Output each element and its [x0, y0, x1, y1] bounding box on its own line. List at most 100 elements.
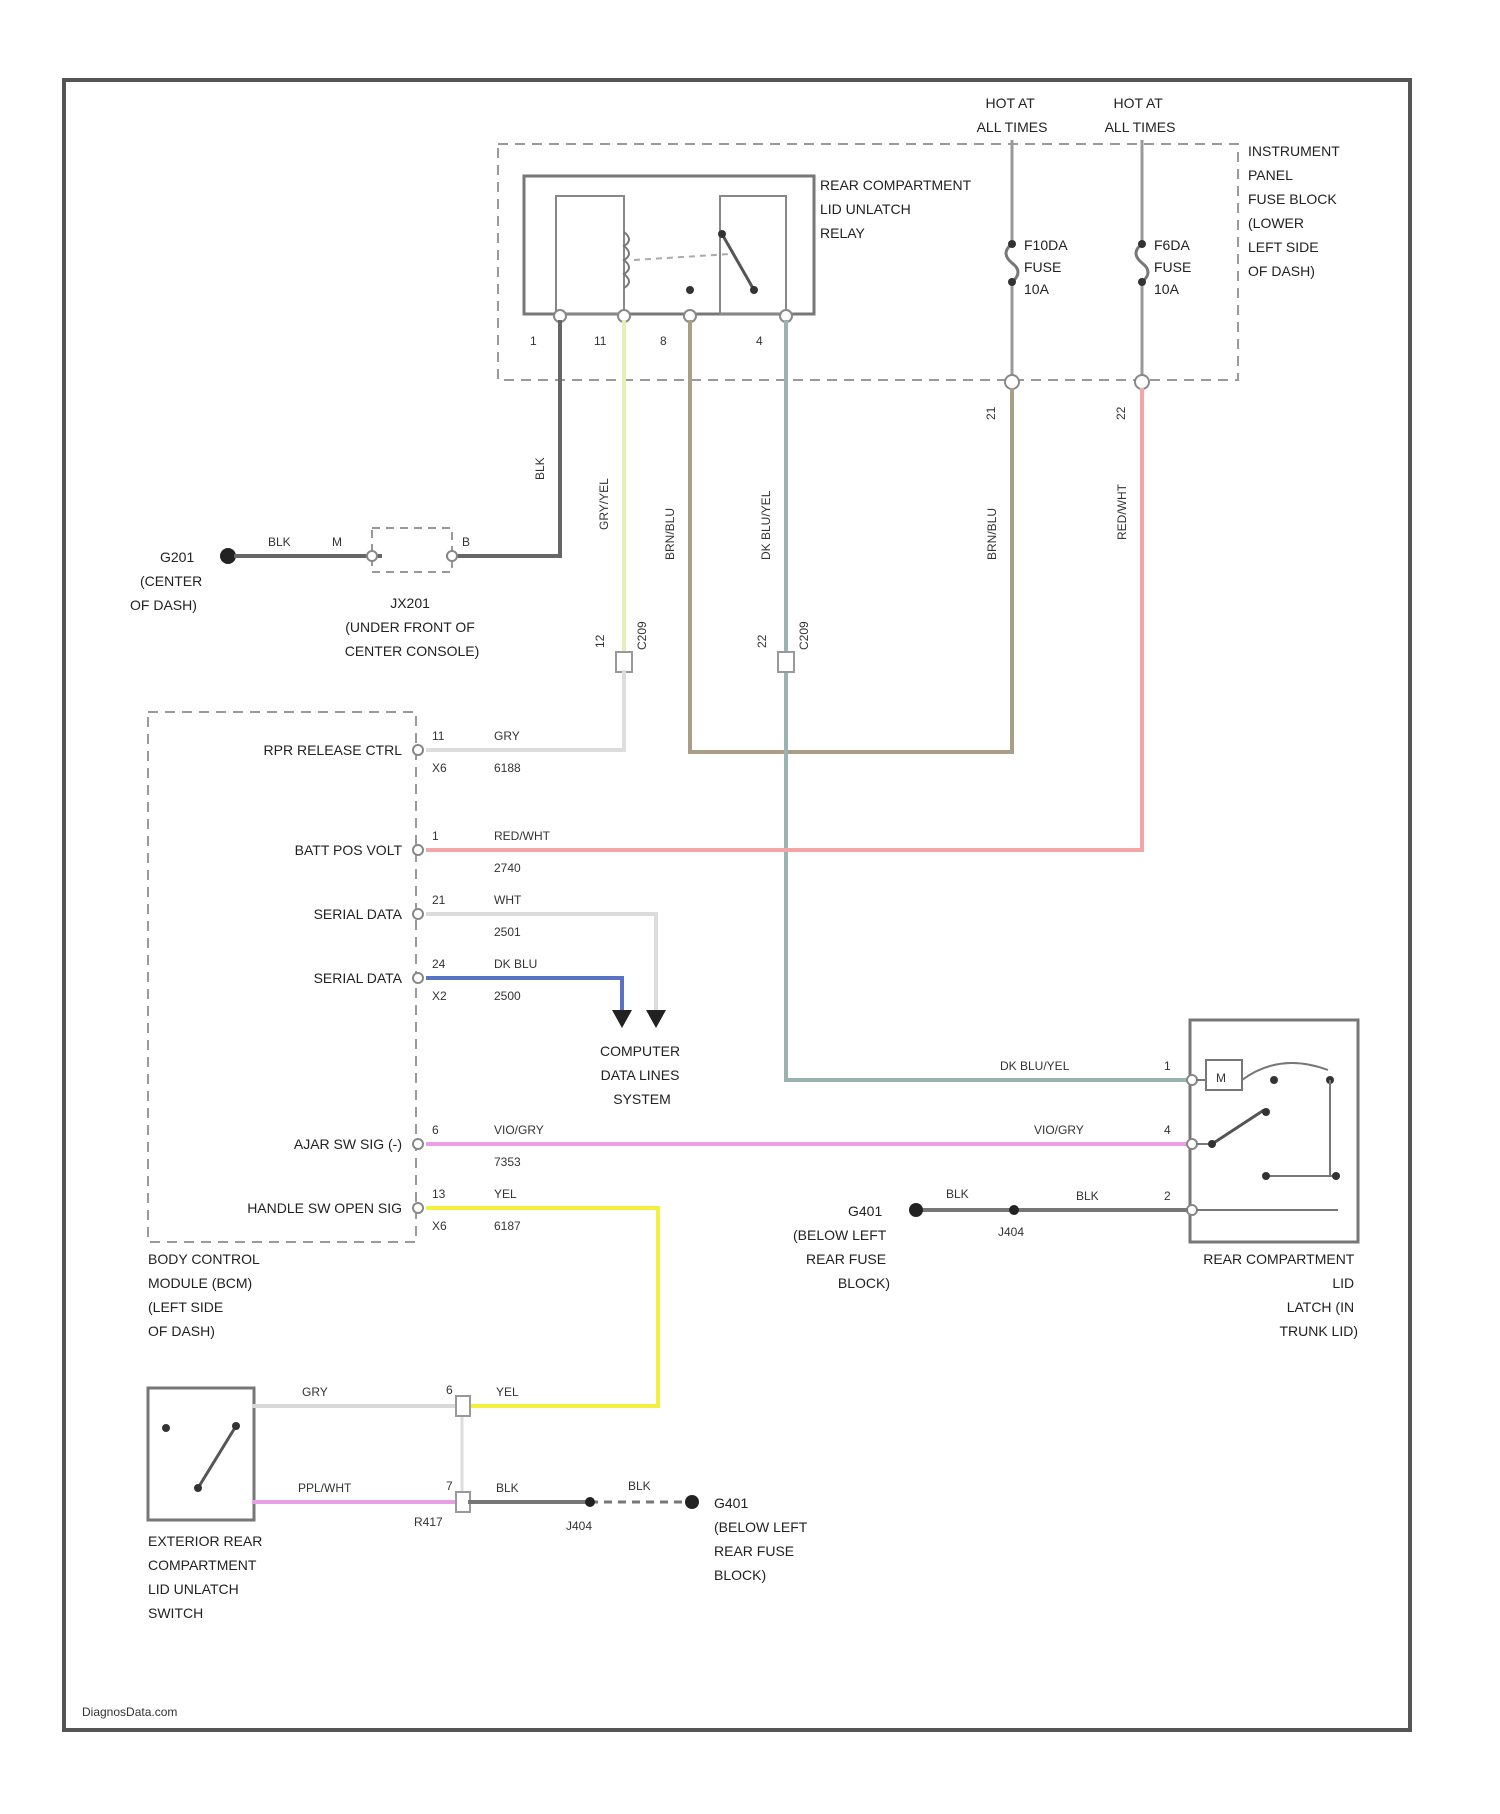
- bcm-pin-name: AJAR SW SIG (-): [294, 1136, 402, 1152]
- wire-dk-blu-yel: [786, 322, 1186, 1080]
- latch-box: [1190, 1020, 1358, 1242]
- g401-switch-wire: BLK: [628, 1479, 651, 1493]
- bcm-wire-color: VIO/GRY: [494, 1123, 544, 1137]
- bcm-connector: X6: [432, 761, 447, 775]
- arrow-serial-1: [612, 1010, 632, 1028]
- relay-pin-1: 1: [530, 334, 537, 348]
- wire-blk-relay: [448, 322, 560, 556]
- bcm-wire-color: DK BLU: [494, 957, 537, 971]
- bcm-wire-color: YEL: [494, 1187, 517, 1201]
- bcm-pin-number: 21: [432, 893, 446, 907]
- switch-pin-6: 6: [446, 1383, 453, 1397]
- ground-g201: [220, 548, 236, 564]
- bcm-label: BODY CONTROL MODULE (BCM) (LEFT SIDE OF …: [148, 1251, 263, 1339]
- bcm-circuit: 6188: [494, 761, 521, 775]
- latch-motor: M: [1216, 1071, 1226, 1085]
- bcm-pin-number: 6: [432, 1123, 439, 1137]
- latch-wire-1: DK BLU/YEL: [1000, 1059, 1070, 1073]
- switch-wire-gry: GRY: [302, 1385, 328, 1399]
- connector-jx201: [372, 528, 452, 572]
- bcm-pin-number: 24: [432, 957, 446, 971]
- bcm-circuit: 2500: [494, 989, 521, 1003]
- bcm-wire-color: GRY: [494, 729, 520, 743]
- latch-pin-4: 4: [1164, 1123, 1171, 1137]
- fuse-1-label: F10DA FUSE 10A: [1024, 237, 1071, 297]
- bcm-pin-number: 1: [432, 829, 439, 843]
- wire-label-dk-blu-yel: DK BLU/YEL: [759, 490, 773, 560]
- wire-label-blk: BLK: [533, 457, 547, 480]
- bcm-terminal: [413, 845, 423, 855]
- bcm-pin-name: BATT POS VOLT: [295, 842, 403, 858]
- data-lines-label: COMPUTER DATA LINES SYSTEM: [600, 1043, 684, 1107]
- wire-brn-blu: [690, 322, 1012, 752]
- bcm-pin-name: RPR RELEASE CTRL: [264, 742, 403, 758]
- g401-latch-label: (BELOW LEFT REAR FUSE BLOCK): [793, 1227, 890, 1291]
- j404-latch: J404: [998, 1225, 1024, 1239]
- g401-latch-g: G401: [848, 1203, 882, 1219]
- bcm-wire-color: WHT: [494, 893, 522, 907]
- wire-gry-bcm: [428, 672, 624, 750]
- ground-g401-switch: [685, 1495, 699, 1509]
- bcm-terminal: [413, 1203, 423, 1213]
- fuse-pin-1: 21: [984, 406, 998, 420]
- latch-wire-3: BLK: [1076, 1189, 1099, 1203]
- fuse-2-symbol: [1136, 244, 1148, 282]
- splice-j404-switch: [585, 1497, 595, 1507]
- ground-g401-latch: [909, 1203, 923, 1217]
- ground-g201-wire: BLK: [268, 535, 291, 549]
- bcm-circuit: 6187: [494, 1219, 521, 1233]
- c209-pin-22: 22: [755, 634, 769, 648]
- bcm-circuit: 2501: [494, 925, 521, 939]
- wire-label-brn-blu: BRN/BLU: [663, 508, 677, 560]
- c209-label-1: C209: [635, 621, 649, 650]
- latch-pin-1: 1: [1164, 1059, 1171, 1073]
- bcm-circuit: 2740: [494, 861, 521, 875]
- latch-label: REAR COMPARTMENT LID LATCH (IN TRUNK LID…: [1203, 1251, 1358, 1339]
- jx201-pin-m: M: [332, 535, 342, 549]
- bcm-pin-name: HANDLE SW OPEN SIG: [247, 1200, 402, 1216]
- switch-conn: R417: [414, 1515, 443, 1529]
- diagram-frame: [64, 80, 1410, 1730]
- switch-box: [148, 1388, 254, 1520]
- j404-switch: J404: [566, 1519, 592, 1533]
- fuse-pin-2: 22: [1114, 406, 1128, 420]
- bcm-pin-name: SERIAL DATA: [314, 970, 403, 986]
- splice-j404-latch: [1009, 1205, 1019, 1215]
- switch-pin-7: 7: [446, 1479, 453, 1493]
- bcm-terminal: [413, 973, 423, 983]
- latch-wire-2: VIO/GRY: [1034, 1123, 1084, 1137]
- bcm-pin-number: 11: [432, 729, 445, 743]
- bcm-connector: X2: [432, 989, 447, 1003]
- bcm-terminal: [413, 909, 423, 919]
- latch-pin-2: 2: [1164, 1189, 1171, 1203]
- bcm-pin-name: SERIAL DATA: [314, 906, 403, 922]
- relay-pin-4: 4: [756, 334, 763, 348]
- bcm-pin-number: 13: [432, 1187, 446, 1201]
- bcm-terminal: [413, 745, 423, 755]
- relay-switch: [722, 234, 754, 290]
- wire-dk-blu-serial: [428, 978, 622, 1010]
- switch-wire-yel: YEL: [496, 1385, 519, 1399]
- relay-pin-8: 8: [660, 334, 667, 348]
- ground-g201-label: G201 (CENTER OF DASH): [130, 549, 206, 613]
- wire-label-brn-blu-2: BRN/BLU: [985, 508, 999, 560]
- fuse-1-symbol: [1006, 244, 1018, 282]
- hot-at-all-times-1: HOT AT ALL TIMES: [977, 95, 1048, 135]
- switch-label: EXTERIOR REAR COMPARTMENT LID UNLATCH SW…: [148, 1533, 266, 1621]
- bcm-connector: X6: [432, 1219, 447, 1233]
- g401-latch-wire: BLK: [946, 1187, 969, 1201]
- footer-watermark: DiagnosData.com: [82, 1705, 177, 1719]
- wire-label-gry-yel: GRY/YEL: [597, 478, 611, 530]
- switch-wire-ppl-wht: PPL/WHT: [298, 1481, 352, 1495]
- latch-switch: [1212, 1110, 1264, 1144]
- wire-label-red-wht: RED/WHT: [1115, 483, 1129, 540]
- bcm-terminal: [413, 1139, 423, 1149]
- jx201-label: JX201 (UNDER FRONT OF CENTER CONSOLE): [345, 595, 480, 659]
- fuse-2-label: F6DA FUSE 10A: [1154, 237, 1195, 297]
- c209-pin-12: 12: [593, 634, 607, 648]
- relay-label: REAR COMPARTMENT LID UNLATCH RELAY: [820, 177, 975, 241]
- switch-wire-blk: BLK: [496, 1481, 519, 1495]
- bcm-wire-color: RED/WHT: [494, 829, 551, 843]
